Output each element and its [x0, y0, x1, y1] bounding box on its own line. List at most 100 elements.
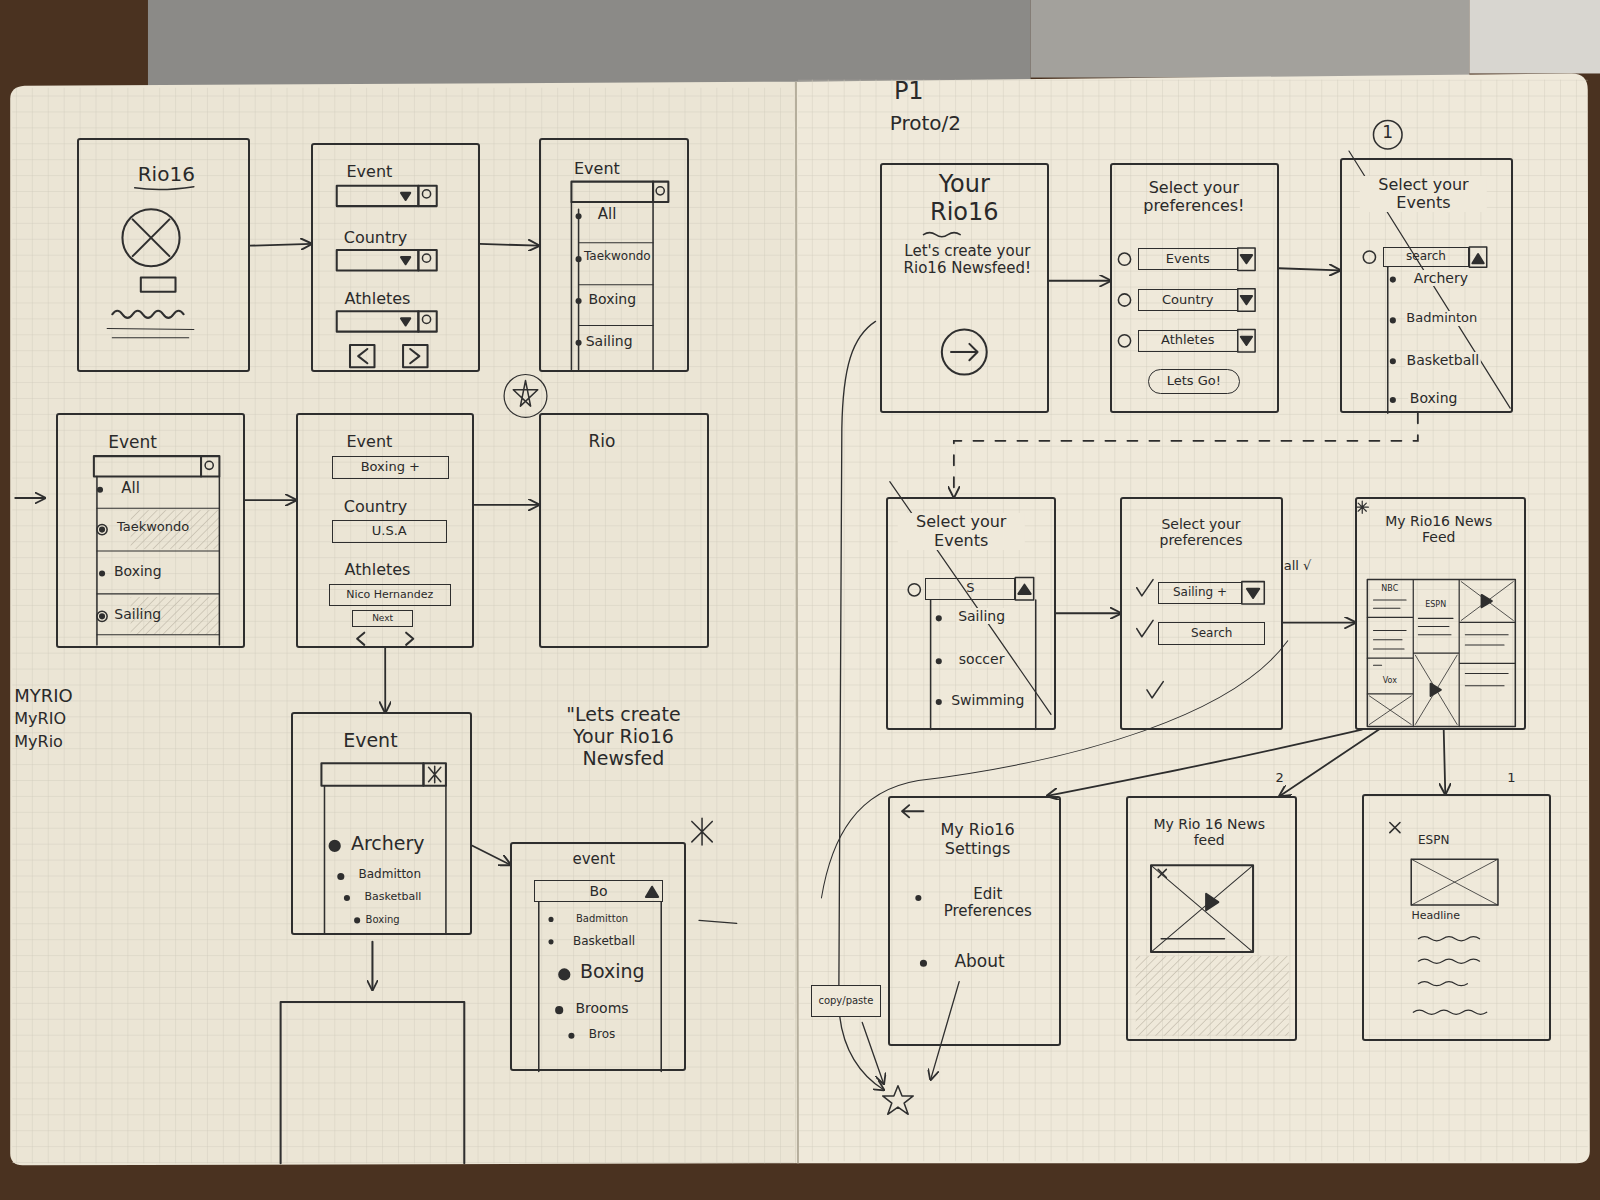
screen-text: Boxing	[580, 961, 645, 983]
screen-frame: My Rio16 SettingsEdit PreferencesAbout	[888, 796, 1061, 1046]
input-field: Athletes	[1138, 330, 1238, 352]
list-bullet	[921, 961, 926, 966]
screen-heading: Select your preferences!	[1122, 179, 1265, 216]
search-button	[653, 182, 668, 202]
field-text: Search	[1191, 627, 1232, 641]
screen-text: Bros	[589, 1028, 616, 1042]
screen-text: Headline	[1411, 910, 1460, 923]
button-sketch	[141, 278, 176, 292]
list-bullet	[1391, 278, 1395, 282]
underline	[923, 233, 960, 237]
list-bullet	[330, 841, 340, 851]
screen-text: Sailing	[586, 333, 633, 349]
margin-note: all √	[1284, 559, 1312, 574]
screen-frame: My Rio 16 News feed	[1126, 796, 1297, 1041]
input-field: Country	[1138, 289, 1238, 311]
radio-dot	[100, 614, 104, 618]
search-button	[418, 250, 436, 270]
flow-arrow	[474, 504, 538, 506]
screen-text: Let's create your Rio16 Newsfeed!	[901, 243, 1034, 278]
right-page	[796, 73, 1590, 1163]
screen-frame: EventCountryAthletes	[311, 143, 479, 373]
screen-frame: eventBadmittonBasketballBoxingBroomsBros…	[510, 842, 686, 1072]
screen-text: Boxing	[366, 914, 400, 926]
play-icon	[1431, 595, 1492, 696]
list-frame	[1387, 267, 1389, 413]
flow-arrow	[245, 499, 296, 501]
screen-heading: Event	[108, 433, 157, 453]
back-arrow	[902, 805, 923, 817]
screen-heading: Rio	[589, 432, 616, 452]
field-text: Lets Go!	[1167, 374, 1221, 389]
radio-selected	[97, 524, 107, 534]
list-bullet	[569, 1034, 573, 1038]
search-icon	[422, 315, 430, 323]
star-mark	[513, 381, 537, 407]
list-bullet	[577, 257, 581, 261]
dropdown-arrow	[401, 318, 410, 325]
screen-text: NBC	[1381, 584, 1398, 593]
screen-frame: Select your preferences! EventsCountryAth…	[1110, 163, 1278, 413]
empty-screen	[281, 1002, 465, 1163]
screen-text: Basketball	[573, 935, 635, 949]
input-field: Events	[1138, 248, 1238, 270]
nav-button	[403, 345, 427, 367]
callout-number: 2	[1276, 771, 1284, 786]
screen-text: Badmitton	[576, 913, 628, 925]
screen-heading: My Rio 16 News feed	[1148, 816, 1270, 848]
page-gutter	[796, 82, 798, 1164]
list-bullet	[577, 341, 581, 345]
input-field: Search	[1158, 622, 1265, 644]
list-bullet	[937, 616, 941, 620]
logo-cross	[133, 219, 170, 256]
feed-grid	[1367, 580, 1515, 727]
button: Lets Go!	[1148, 369, 1240, 393]
field-text: copy/paste	[818, 995, 873, 1007]
field-text: S	[966, 581, 974, 596]
list-bullet	[355, 918, 359, 922]
check-mark	[1137, 580, 1164, 698]
list-divider	[97, 508, 219, 635]
leader-line	[862, 1022, 883, 1083]
dropdown-arrow	[1241, 337, 1252, 345]
field-text: Events	[1166, 252, 1210, 267]
screen-heading: Event	[343, 730, 397, 752]
screen-text: Badminton	[1404, 311, 1479, 326]
screen-text: Edit Preferences	[929, 886, 1046, 921]
image-placeholder	[1369, 582, 1513, 725]
dropdown-toggle	[1238, 248, 1255, 270]
flow-arrow	[371, 942, 373, 990]
list-bullet	[937, 700, 941, 704]
screen-frame: My Rio16 News FeedNBCESPNVox	[1355, 497, 1525, 730]
callout-number: 1	[1507, 771, 1515, 786]
list-bullet	[549, 940, 552, 943]
text-lines	[107, 329, 194, 338]
nav-button	[350, 345, 374, 367]
field-text: Athletes	[1161, 333, 1214, 348]
list-bullet	[556, 1007, 562, 1013]
screen-heading: event	[573, 851, 616, 868]
close-icon	[1158, 869, 1166, 877]
dropdown-arrow	[401, 257, 410, 264]
screen-frame: EventCountryAthletesBoxing +U.S.ANico He…	[296, 413, 475, 648]
screen-text: soccer	[957, 651, 1007, 667]
page-title: P1	[894, 78, 924, 106]
list-bullet	[1391, 359, 1395, 363]
screen-heading: ESPN	[1418, 834, 1449, 848]
list-frame	[539, 902, 661, 1071]
screen-text: Archery	[1412, 270, 1470, 286]
list-frame	[571, 202, 653, 369]
input-field: S	[925, 578, 1015, 600]
input-field: Boxing +	[332, 456, 449, 478]
leader-line	[839, 321, 884, 1089]
flow-arrow	[15, 497, 45, 499]
flow-arrow	[1049, 280, 1110, 282]
field-text: Next	[372, 613, 393, 623]
screen-text: Boxing	[588, 291, 636, 307]
flow-arrow	[480, 244, 539, 246]
search-field	[94, 456, 201, 476]
list-bullet	[577, 214, 581, 218]
search-icon	[205, 461, 213, 469]
screen-frame: EventArcheryBadmittonBasketballBoxing	[291, 712, 473, 934]
